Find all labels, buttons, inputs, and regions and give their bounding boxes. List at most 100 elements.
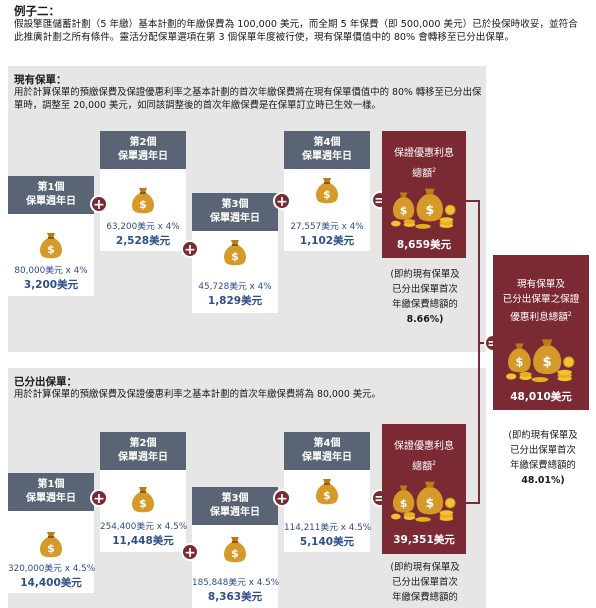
existing-card-year-2: 第2個 保單週年日 63,200美元 x 4% 2,528美元 xyxy=(100,131,186,251)
card-tab: 第4個 保單週年日 xyxy=(284,432,370,470)
money-bag-icon xyxy=(314,477,340,505)
sum-title-line-2: 總額2 xyxy=(412,460,436,473)
combined-total-note: (即約現有保單及 已分出保單首次 年繳保費總額的 48.01%) xyxy=(495,428,591,488)
tab-line-2: 保單週年日 xyxy=(210,213,260,224)
split-card-year-2: 第2個 保單週年日 254,400美元 x 4.5% 11,448美元 xyxy=(100,432,188,552)
tab-line-2: 保單週年日 xyxy=(302,452,352,463)
footnote-ref: 2 xyxy=(567,311,572,318)
interest-result: 14,400美元 xyxy=(20,577,82,589)
interest-calculation: 320,000美元 x 4.5% xyxy=(8,564,96,574)
note-line: 已分出保單首次 xyxy=(392,284,458,295)
example-title: 例子二： xyxy=(14,4,60,18)
tab-line-1: 第3個 xyxy=(221,199,249,210)
note-percentage: 48.01%) xyxy=(521,475,565,486)
money-bag-icon xyxy=(130,485,156,513)
note-line: (即約現有保單及 xyxy=(390,562,460,573)
tab-line-2: 保單週年日 xyxy=(302,151,352,162)
money-bag-icon xyxy=(314,176,340,204)
combined-title-line: 優惠利息總額2 xyxy=(510,311,572,324)
tab-line-2: 保單週年日 xyxy=(118,151,168,162)
note-percentage: 8.66%) xyxy=(406,314,444,325)
sum-title-line-1: 保證優惠利息 xyxy=(394,441,454,452)
split-card-year-3: 第3個 保單週年日 185,848美元 x 4.5% 8,363美元 xyxy=(192,487,280,608)
money-bag-coins-icon xyxy=(505,337,577,383)
plus-operator: + xyxy=(273,489,291,507)
card-tab: 第2個 保單週年日 xyxy=(100,131,186,169)
totals-bracket xyxy=(466,200,480,504)
combined-title-line: 現有保單及 xyxy=(517,279,565,290)
combined-title: 現有保單及 已分出保單之保證 優惠利息總額2 xyxy=(493,277,589,325)
note-line: (即約現有保單及 xyxy=(508,430,578,441)
plus-operator: + xyxy=(90,489,108,507)
tab-line-1: 第1個 xyxy=(37,479,65,490)
tab-line-2: 保單週年日 xyxy=(118,452,168,463)
note-line: 年繳保費總額的 xyxy=(510,460,576,471)
card-tab: 第3個 保單週年日 xyxy=(192,193,278,231)
money-bag-icon xyxy=(222,238,248,266)
tab-line-2: 保單週年日 xyxy=(210,507,260,518)
sum-title-line-1: 保證優惠利息 xyxy=(394,148,454,159)
split-policy-description: 用於計算保單的預繳保費及保證優惠利率之基本計劃的首次年繳保費將為 80,000 … xyxy=(14,389,381,400)
tab-line-2: 保單週年日 xyxy=(26,196,76,207)
note-line: (即約現有保單及 xyxy=(390,269,460,280)
footnote-ref: 2 xyxy=(432,167,436,174)
interest-result: 2,528美元 xyxy=(115,235,171,247)
money-bag-icon xyxy=(38,530,64,558)
interest-result: 11,448美元 xyxy=(112,535,174,547)
note-line: 已分出保單首次 xyxy=(510,445,576,456)
money-bag-icon xyxy=(222,535,248,563)
split-total-note: (即約現有保單及 已分出保單首次 年繳保費總額的 xyxy=(380,560,470,605)
interest-calculation: 45,728美元 x 4% xyxy=(198,282,272,292)
plus-operator: + xyxy=(273,192,291,210)
card-tab: 第1個 保單週年日 xyxy=(8,176,94,214)
combined-total-box: 現有保單及 已分出保單之保證 優惠利息總額2 48,010美元 xyxy=(493,255,589,410)
existing-card-year-4: 第4個 保單週年日 27,557美元 x 4% 1,102美元 xyxy=(284,131,370,251)
interest-result: 8,363美元 xyxy=(207,591,263,603)
interest-calculation: 114,211美元 x 4.5% xyxy=(284,523,372,533)
tab-line-1: 第2個 xyxy=(129,438,157,449)
tab-line-1: 第4個 xyxy=(313,438,341,449)
combined-total: 48,010美元 xyxy=(510,391,572,403)
note-line: 年繳保費總額的 xyxy=(392,299,458,310)
sum-total: 8,659美元 xyxy=(396,239,452,251)
interest-calculation: 185,848美元 x 4.5% xyxy=(192,578,280,588)
combined-title-line: 已分出保單之保證 xyxy=(502,294,580,305)
plus-operator: + xyxy=(181,240,199,258)
plus-operator: + xyxy=(181,543,199,561)
interest-result: 1,829美元 xyxy=(207,295,263,307)
footnote-ref: 2 xyxy=(432,460,436,467)
card-tab: 第2個 保單週年日 xyxy=(100,432,186,470)
tab-line-1: 第3個 xyxy=(221,493,249,504)
existing-policy-description: 用於計算保單的預繳保費及保證優惠利率之基本計劃的首次年繳保費將在現有保單價值中的… xyxy=(14,87,482,111)
sum-title-line-2: 總額2 xyxy=(412,167,436,180)
card-tab: 第1個 保單週年日 xyxy=(8,473,94,511)
split-total-box: 保證優惠利息 總額2 39,351美元 xyxy=(382,424,466,554)
card-tab: 第3個 保單週年日 xyxy=(192,487,278,525)
existing-card-year-1: 第1個 保單週年日 80,000美元 x 4% 3,200美元 xyxy=(8,176,94,296)
interest-calculation: 254,400美元 x 4.5% xyxy=(100,522,188,532)
existing-total-box: 保證優惠利息 總額2 8,659美元 xyxy=(382,131,466,258)
interest-calculation: 80,000美元 x 4% xyxy=(14,266,88,276)
interest-result: 3,200美元 xyxy=(23,279,79,291)
money-bag-icon xyxy=(38,231,64,259)
split-card-year-4: 第4個 保單週年日 114,211美元 x 4.5% 5,140美元 xyxy=(284,432,372,552)
split-card-year-1: 第1個 保單週年日 320,000美元 x 4.5% 14,400美元 xyxy=(8,473,96,593)
sum-total: 39,351美元 xyxy=(393,534,455,546)
tab-line-1: 第2個 xyxy=(129,137,157,148)
interest-result: 1,102美元 xyxy=(299,235,355,247)
money-bag-coins-icon xyxy=(390,479,458,523)
interest-calculation: 27,557美元 x 4% xyxy=(290,222,364,232)
plus-operator: + xyxy=(90,195,108,213)
tab-line-1: 第1個 xyxy=(37,182,65,193)
interest-result: 5,140美元 xyxy=(299,536,355,548)
tab-line-2: 保單週年日 xyxy=(26,493,76,504)
note-line: 年繳保費總額的 xyxy=(392,592,458,603)
money-bag-coins-icon xyxy=(390,186,458,230)
note-line: 已分出保單首次 xyxy=(392,577,458,588)
interest-calculation: 63,200美元 x 4% xyxy=(106,222,180,232)
example-intro: 假設擎匯儲蓄計劃（5 年繳）基本計劃的年繳保費為 100,000 美元，而全期 … xyxy=(14,19,578,43)
existing-policy-heading: 現有保單： xyxy=(14,74,67,86)
money-bag-icon xyxy=(130,186,156,214)
existing-card-year-3: 第3個 保單週年日 45,728美元 x 4% 1,829美元 xyxy=(192,193,278,313)
